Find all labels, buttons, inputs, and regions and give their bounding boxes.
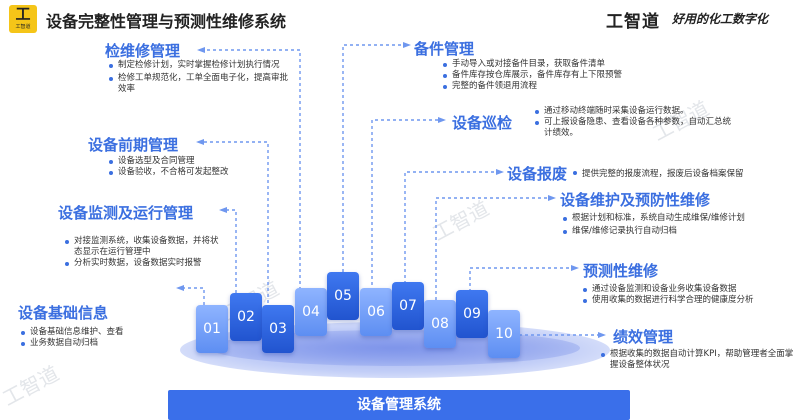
arrow-monitor: [219, 207, 227, 213]
scrap-title: 设备报废: [507, 165, 568, 183]
list-item: 设备选型及合同管理: [108, 156, 298, 167]
watermark: 工智道: [428, 196, 493, 246]
list-item: 检修工单规范化，工单全面电子化，提高审批效率: [108, 73, 296, 95]
arrow-spare: [403, 42, 411, 48]
page-title: 设备完整性管理与预测性维修系统: [46, 12, 287, 31]
list-item: 制定检修计划，实时掌握检修计划执行情况: [108, 60, 296, 71]
patrol-list: 通过移动终端随时采集设备运行数据。 可上报设备隐患、查看设备各种参数，自动汇总统…: [534, 106, 734, 139]
list-item: 根据收集的数据自动计算KPI，帮助管理者全面掌握设备整体状况: [600, 349, 796, 371]
list-item: 使用收集的数据进行科学合理的健康度分析: [582, 295, 792, 306]
card-07: 07: [392, 282, 424, 330]
card-01: 01: [196, 305, 228, 353]
card-08: 08: [424, 300, 456, 348]
card-03: 03: [262, 305, 294, 353]
arrow-predictive: [571, 265, 579, 271]
card-04: 04: [295, 288, 327, 336]
logo: 工 工智道: [9, 5, 37, 33]
watermark: 工智道: [0, 361, 63, 411]
monitor-list: 对接监测系统，收集设备数据，并将状态显示在运行管理中 分析实时数据，设备数据实时…: [64, 236, 224, 269]
card-06: 06: [360, 288, 392, 336]
scrap-text: 提供完整的报废流程，报废后设备档案保留: [582, 169, 744, 179]
arrow-patrol: [438, 117, 446, 123]
scrap-description: 提供完整的报废流程，报废后设备档案保留: [572, 167, 744, 179]
system-label-bar: 设备管理系统: [168, 390, 630, 420]
list-item: 根据计划和标准，系统自动生成维保/维修计划: [562, 213, 772, 224]
list-item: 对接监测系统，收集设备数据，并将状态显示在运行管理中: [64, 236, 224, 258]
predictive-list: 通过设备监测和设备业务收集设备数据 使用收集的数据进行科学合理的健康度分析: [582, 284, 792, 306]
list-item: 设备基础信息维护、查看: [20, 327, 180, 338]
connector-predictive: [469, 267, 573, 292]
performance-title: 绩效管理: [613, 328, 674, 346]
arrow-basic: [176, 285, 184, 291]
header: 工 工智道 设备完整性管理与预测性维修系统 工智道 好用的化工数字化: [0, 0, 800, 38]
bullet-dot: [573, 171, 577, 175]
patrol-title: 设备巡检: [452, 114, 513, 132]
early-title: 设备前期管理: [88, 136, 179, 154]
maintenance-title: 检维修管理: [105, 42, 181, 60]
logo-mark: 工: [15, 5, 31, 23]
list-item: 分析实时数据，设备数据实时报警: [64, 258, 224, 269]
spare-parts-title: 备件管理: [414, 40, 475, 58]
connector-spare: [342, 44, 405, 272]
list-item: 手动导入或对接备件目录，获取备件清单: [442, 59, 672, 70]
spare-parts-list: 手动导入或对接备件目录，获取备件清单 备件库存按仓库展示，备件库存有上下限预警 …: [442, 59, 672, 92]
early-list: 设备选型及合同管理 设备验收，不合格可发起整改: [108, 156, 298, 178]
brand-name: 工智道: [606, 12, 660, 32]
list-item: 完整的备件领退用流程: [442, 81, 672, 92]
logo-subtext: 工智道: [15, 24, 31, 30]
list-item: 业务数据自动归档: [20, 338, 180, 349]
connector-monitor: [225, 209, 237, 293]
list-item: 设备验收，不合格可发起整改: [108, 167, 298, 178]
list-item: 可上报设备隐患、查看设备各种参数，自动汇总统计绩效。: [534, 117, 734, 139]
basic-info-list: 设备基础信息维护、查看 业务数据自动归档: [20, 327, 180, 349]
list-item: 备件库存按仓库展示，备件库存有上下限预警: [442, 70, 672, 81]
card-05: 05: [327, 272, 359, 320]
arrow-preventive: [548, 195, 556, 201]
arrow-scrap: [496, 169, 504, 175]
monitor-title: 设备监测及运行管理: [58, 204, 194, 222]
list-item: 通过设备监测和设备业务收集设备数据: [582, 284, 792, 295]
connector-basic: [182, 287, 205, 305]
basic-info-title: 设备基础信息: [18, 304, 109, 322]
preventive-title: 设备维护及预防性维修: [560, 191, 711, 209]
arrow-early: [196, 139, 204, 145]
brand-slogan: 好用的化工数字化: [672, 12, 769, 26]
arrow-maintenance: [197, 47, 205, 53]
card-09: 09: [456, 290, 488, 338]
preventive-list: 根据计划和标准，系统自动生成维保/维修计划 维保/维修记录执行自动归档: [562, 213, 772, 237]
performance-list: 根据收集的数据自动计算KPI，帮助管理者全面掌握设备整体状况: [600, 349, 796, 371]
maintenance-list: 制定检修计划，实时掌握检修计划执行情况 检修工单规范化，工单全面电子化，提高审批…: [108, 60, 296, 95]
list-item: 维保/维修记录执行自动归档: [562, 226, 772, 237]
card-10: 10: [488, 310, 520, 358]
connector-patrol: [371, 119, 440, 285]
arrow-performance: [598, 332, 606, 338]
card-02: 02: [230, 293, 262, 341]
list-item: 通过移动终端随时采集设备运行数据。: [534, 106, 734, 117]
predictive-title: 预测性维修: [583, 262, 659, 280]
